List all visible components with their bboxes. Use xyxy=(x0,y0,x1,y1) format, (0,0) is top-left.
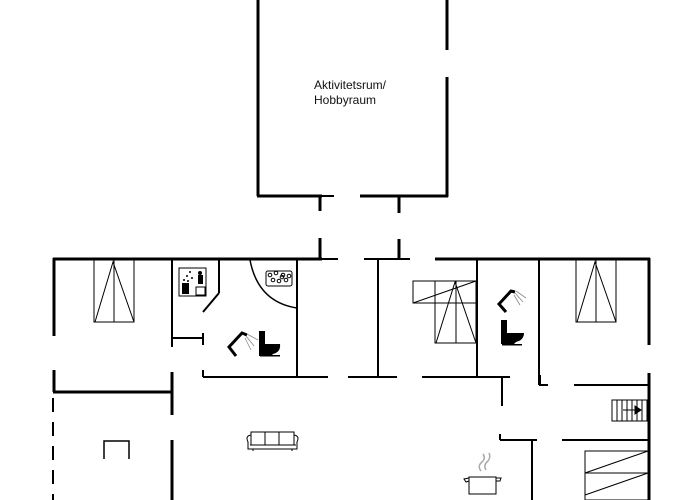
bunk-bed-icon xyxy=(584,450,649,500)
bunk-bed-icon xyxy=(412,280,477,344)
whirlpool-icon xyxy=(265,270,293,287)
shower-icon xyxy=(496,289,527,313)
sauna-icon xyxy=(178,267,207,297)
activity-room-walls xyxy=(256,0,449,198)
interior-walls xyxy=(171,260,648,500)
toilet-icon xyxy=(259,331,281,357)
corridor-stubs xyxy=(318,196,401,260)
outer-walls xyxy=(52,257,651,500)
toilet-icon xyxy=(501,320,524,346)
room-label-activity-room: Aktivitetsrum/ Hobbyraum xyxy=(314,78,386,108)
sofa-icon xyxy=(246,431,299,451)
walls xyxy=(52,0,651,500)
room-label-line2: Hobbyraum xyxy=(314,93,377,107)
cooking-pot-icon xyxy=(463,452,502,495)
room-label-line1: Aktivitetsrum/ xyxy=(314,78,387,92)
shower-icon xyxy=(227,331,259,357)
whirlpool-door-arc xyxy=(249,259,298,309)
bed-icon xyxy=(575,259,617,323)
bed-icon xyxy=(93,259,135,323)
stairs-icon xyxy=(611,399,648,422)
fireplace-icon xyxy=(103,440,130,459)
